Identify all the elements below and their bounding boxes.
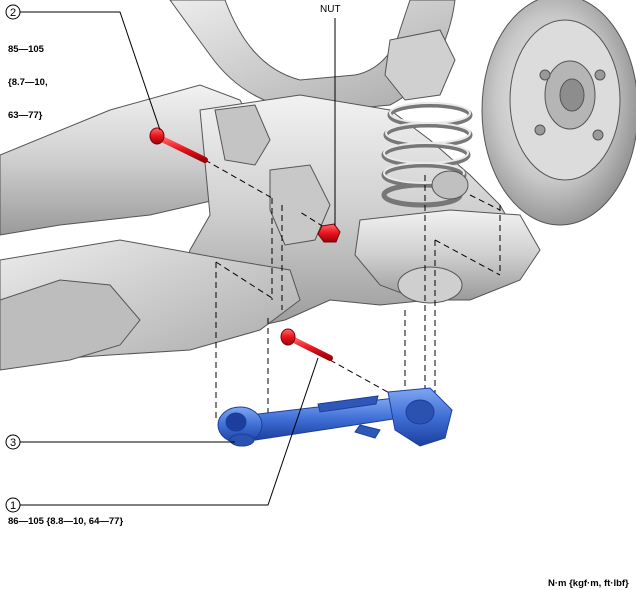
bolt-lower	[280, 328, 333, 361]
torque-spec-1: 86—105 {8.8—10, 64—77}	[8, 516, 124, 527]
bolt-upper	[149, 127, 208, 163]
leader-lines	[20, 11, 336, 506]
wheel-hub	[481, 0, 636, 226]
lower-mount	[397, 266, 463, 304]
torque-spec-2-line-1: 85—105	[8, 44, 44, 55]
nut-part	[317, 223, 341, 243]
units-label: N·m {kgf·m, ft·lbf}	[548, 578, 629, 589]
torque-spec-2-line-2: {8.7—10,	[8, 77, 48, 88]
svg-text:1: 1	[10, 500, 16, 512]
callout-3: 3	[5, 434, 21, 450]
callout-1: 1	[5, 497, 21, 513]
callout-2: 2	[5, 4, 21, 20]
torque-spec-2-line-3: 63—77}	[8, 110, 43, 121]
nut-label: NUT	[320, 4, 341, 15]
lateral-link-arm	[217, 387, 453, 447]
svg-text:2: 2	[10, 7, 16, 19]
torque-spec-2: 85—105 {8.7—10, 63—77}	[8, 22, 48, 132]
svg-text:3: 3	[10, 437, 16, 449]
